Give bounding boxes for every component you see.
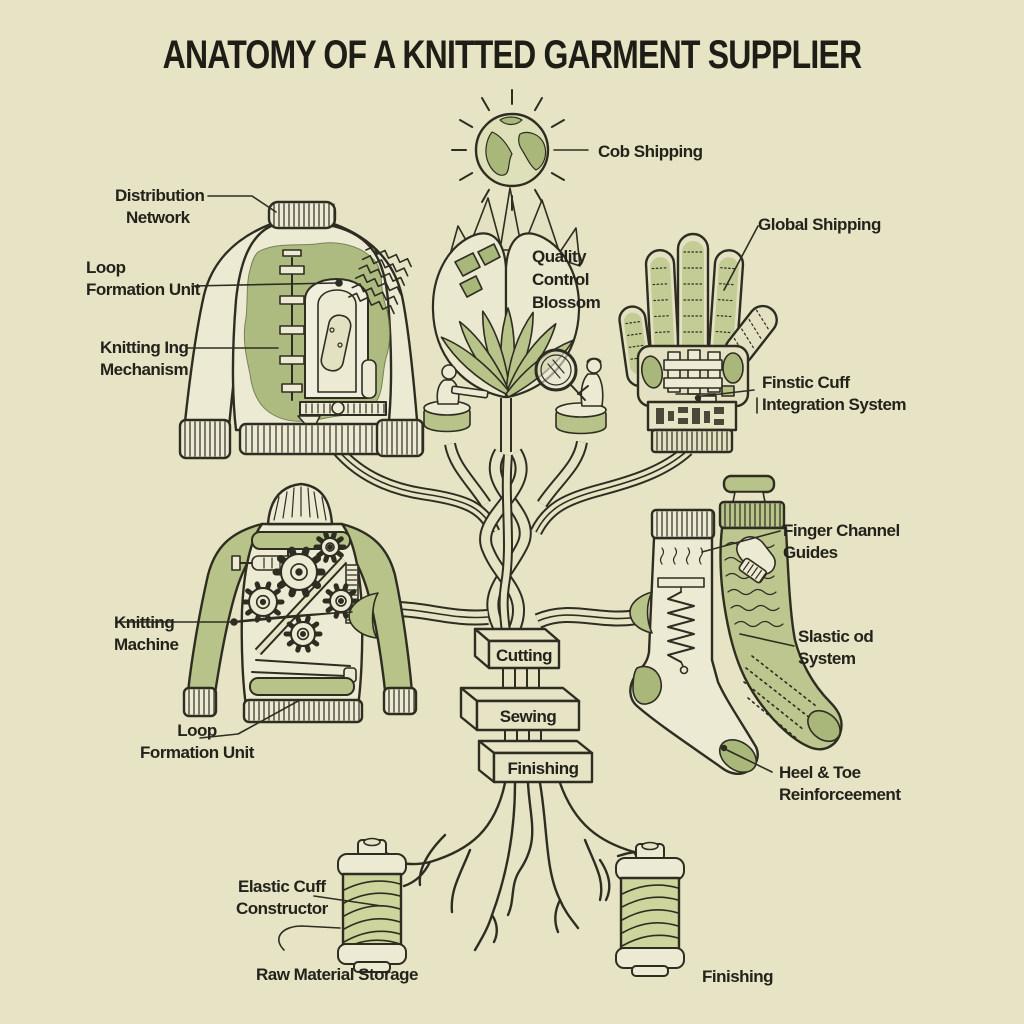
gear-icon xyxy=(313,531,347,563)
label-heel-toe-2: Reinforceement xyxy=(779,785,901,804)
gear-icon xyxy=(283,615,323,653)
label-slastic-1: Slastic od xyxy=(798,627,873,646)
label-finger-channel-1: Finger Channel xyxy=(783,521,900,540)
label-finger-channel-2: Guides xyxy=(783,543,838,562)
box-cutting: Cutting xyxy=(473,627,561,670)
spool-right xyxy=(615,841,685,977)
label-slastic-2: System xyxy=(798,649,856,668)
label-quality-3: Blossom xyxy=(532,293,601,312)
label-global-shipping: Global Shipping xyxy=(758,215,881,234)
branch-bud-junction-right xyxy=(629,591,653,634)
magnifier-icon xyxy=(534,348,586,401)
callout-dot xyxy=(720,744,728,752)
label-finstic-2: Integration System xyxy=(762,395,906,414)
page-title: ANATOMY OF A KNITTED GARMENT SUPPLIER xyxy=(163,32,863,77)
glove-cuff-pattern xyxy=(646,400,738,432)
label-elastic-cuff-1: Elastic Cuff xyxy=(238,877,326,896)
glove xyxy=(618,232,778,454)
label-loop-top-2: Formation Unit xyxy=(86,280,201,299)
gear-icon xyxy=(272,546,326,598)
label-distribution-2: Network xyxy=(126,208,191,227)
process-step-label: Sewing xyxy=(500,707,557,726)
knit-texture-patch xyxy=(348,245,412,315)
label-distribution-1: Distribution xyxy=(115,186,204,205)
label-knitting-ing-2: Mechanism xyxy=(100,360,188,379)
label-knitting-ing-1: Knitting Ing xyxy=(100,338,189,357)
inspector-right xyxy=(534,348,607,435)
process-boxes: Cutting Sewing Finishing xyxy=(459,627,594,784)
process-step-label: Finishing xyxy=(507,759,578,778)
callout-lines xyxy=(115,149,795,951)
sock-left xyxy=(629,508,759,776)
label-quality-1: Quality xyxy=(532,247,587,266)
label-cob-shipping: Cob Shipping xyxy=(598,142,703,161)
label-finishing-caption: Finishing xyxy=(702,967,773,986)
stem-branches xyxy=(331,398,693,652)
box-sewing: Sewing xyxy=(459,686,581,732)
globe-icon xyxy=(451,89,565,211)
collar-fan xyxy=(266,482,334,526)
sock-right xyxy=(718,474,843,751)
sweater-top xyxy=(178,200,425,460)
box-finishing: Finishing xyxy=(477,739,594,784)
title-text: ANATOMY OF A KNITTED GARMENT SUPPLIER xyxy=(163,32,862,77)
label-loop-bottom-1: Loop xyxy=(177,721,217,740)
spool-left xyxy=(337,837,407,973)
label-loop-bottom-2: Formation Unit xyxy=(140,743,255,762)
label-elastic-cuff-2: Constructor xyxy=(236,899,329,918)
label-finstic-1: Finstic Cuff xyxy=(762,373,850,392)
label-quality-2: Control xyxy=(532,270,589,289)
label-knitting-machine-2: Machine xyxy=(114,635,179,654)
branch-leaf-junction-left xyxy=(348,592,379,639)
label-raw-material: Raw Material Storage xyxy=(256,965,418,984)
label-loop-top-1: Loop xyxy=(86,258,126,277)
label-knitting-machine-1: Knitting xyxy=(114,613,174,632)
mitt-detail xyxy=(735,536,776,584)
gear-icon xyxy=(241,581,285,623)
process-step-label: Cutting xyxy=(496,646,552,665)
inspector-left xyxy=(423,364,489,433)
label-heel-toe-1: Heel & Toe xyxy=(779,763,861,782)
diagram-labels: Cob Shipping Distribution Network Loop F… xyxy=(86,142,907,986)
callout-dot xyxy=(694,394,702,402)
root-system xyxy=(370,781,660,952)
